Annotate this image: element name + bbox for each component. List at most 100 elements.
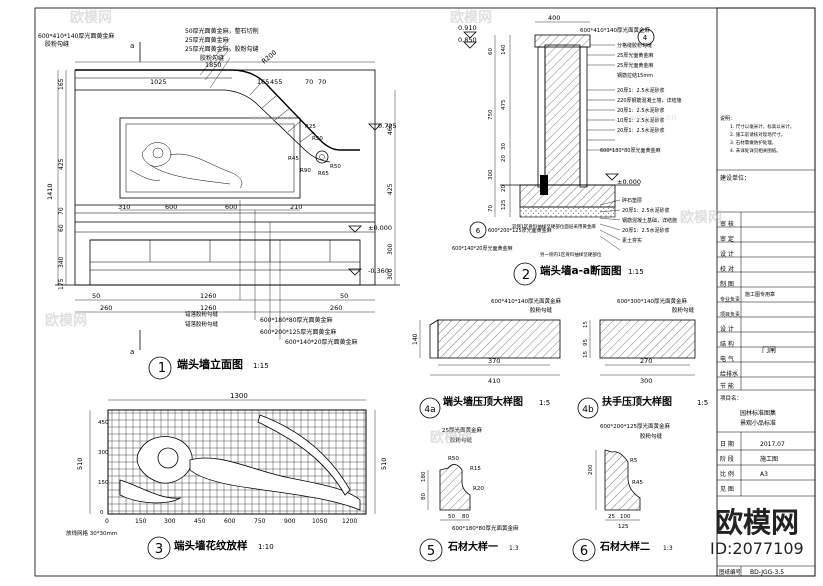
detail4b-scale: 1:5 <box>697 399 708 407</box>
detail6-dim-200: 200 <box>588 464 594 475</box>
section-mark-bottom: a <box>130 348 134 356</box>
dim-1410: 1410 <box>46 183 54 200</box>
tb-date-value: 2017.07 <box>760 441 785 448</box>
tb-row-6: 专业负责 <box>720 296 740 303</box>
detail5-note-3: 600*180*80厚光面黄金麻 <box>452 524 519 532</box>
section-note-17: 600*140*20厚光面黄金麻 <box>452 245 512 252</box>
section-dim-cap: 600*410*140厚光面黄金麻 <box>580 26 650 34</box>
tb-row-11: 给排水 <box>720 370 738 378</box>
tb-date-label: 日 期 <box>720 440 734 448</box>
detail6-dim-r45: R45 <box>632 480 643 486</box>
detail4a-dim-140: 140 <box>412 333 419 345</box>
pattern-tick-750: 750 <box>254 518 266 525</box>
detail5-dim-r20: R20 <box>473 486 484 492</box>
tb-row-2: 审 定 <box>720 235 734 243</box>
detail4b-dim-270: 270 <box>640 357 652 365</box>
tb-phase-label: 阶 段 <box>720 455 734 463</box>
dim-b1260a: 1260 <box>200 292 217 300</box>
dim-l425: 425 <box>58 158 65 170</box>
detail4a-title: 端头墙压顶大样图 <box>443 395 523 408</box>
detail6-title: 石材大样二 <box>599 540 650 553</box>
section-note-3: 25厚光面黄金麻 <box>617 62 653 69</box>
dim-r300a: 300 <box>387 243 394 255</box>
section-callout-4: 4 <box>643 34 648 42</box>
section-note-19: 另一侧内1区骨料抽样坚硬部位 <box>540 251 602 258</box>
detail6-dim-r5: R5 <box>630 458 638 464</box>
elevation-title-num: 1 <box>158 361 166 376</box>
section-level-0910: 0.910 <box>458 24 477 32</box>
dim-l165: 165 <box>58 78 65 90</box>
tb-company: 施工图专用章 <box>745 291 775 298</box>
watermark-layer: 欧模网 欧模网 欧模网 欧模网 欧模网 www.om.cn www.om.cn <box>45 9 722 446</box>
detail5-title-num: 5 <box>427 544 435 559</box>
elevation-note-6: 胶粉勾缝 <box>200 54 224 62</box>
section-note-6: 220厚钢筋混凝土墙，详结施 <box>617 97 682 104</box>
tb-phase-value: 施工图 <box>760 455 778 463</box>
pattern-height-left: 510 <box>76 458 84 470</box>
section-note-11: 碎石垫层 <box>622 197 642 204</box>
radius-r90: R90 <box>300 168 311 174</box>
dim-210: 210 <box>290 203 302 211</box>
tb-row-5: 制 图 <box>720 280 734 288</box>
pattern-grid-note: 放线网格 30*30mm <box>66 529 117 537</box>
section-note-10: 600*180*80厚光面黄金麻 <box>600 147 660 154</box>
section-note-13: 钢筋混凝土基础，详结施 <box>622 217 677 224</box>
section-dim-20b: 20 <box>501 185 507 192</box>
dim-l60: 60 <box>58 224 65 232</box>
watermark-brand-large: 欧模网 <box>715 506 799 539</box>
detail6-scale: 1:3 <box>663 545 673 552</box>
tb-stamp: 门闸 <box>762 345 776 354</box>
tb-project-label: 项目名： <box>720 394 742 402</box>
elevation-note-7: 600*180*80厚光面黄金麻 <box>260 316 333 324</box>
pattern-tick-450: 450 <box>194 518 206 525</box>
level-0360: -0.360 <box>368 267 389 275</box>
tb-row-3: 设 计 <box>720 250 734 258</box>
dim-r200: R200 <box>260 49 278 66</box>
dim-1025: 1025 <box>150 78 167 86</box>
pattern-height-right: 510 <box>380 458 388 470</box>
section-dim-125: 125 <box>501 199 507 210</box>
dim-165: 165 <box>257 78 269 86</box>
section-level-0000: ±0.000 <box>617 178 641 186</box>
detail5-dim-r50: R50 <box>448 456 459 462</box>
tb-row-7: 项目负责 <box>720 311 740 318</box>
detail4b-dim-15a: 15 <box>583 321 589 328</box>
section-note-14: 20厚1：2.5水泥砂浆 <box>622 227 670 234</box>
elevation-view <box>55 37 400 380</box>
watermark-brand-5: 欧模网 <box>680 209 722 226</box>
detail4b-dim-95: 95 <box>583 339 589 346</box>
section-title: 端头墙a-a断面图 <box>540 264 622 277</box>
pattern-tick-900: 900 <box>284 518 296 525</box>
detail-4b <box>577 319 696 419</box>
watermark-brand-3: 欧模网 <box>45 312 87 329</box>
section-note-18: 双侧1区骨料抽样坚硬部位面层采用黄金麻 <box>512 223 596 230</box>
section-note-5: 20厚1：2.5水泥砂浆 <box>617 87 665 94</box>
dim-r425: 425 <box>387 183 394 195</box>
tb-note-2: 2. 施工前请核对现场尺寸。 <box>730 131 785 138</box>
section-title-num: 2 <box>522 268 530 283</box>
elevation-note-1: 600*410*140厚光面黄金麻 <box>38 32 114 40</box>
dim-1850: 1850 <box>205 61 222 69</box>
section-dim-20a: 20 <box>501 155 507 162</box>
detail4b-dim-300: 300 <box>640 377 652 385</box>
detail4b-note-2: 胶粉勾缝 <box>672 306 695 314</box>
section-dim-475: 475 <box>501 99 507 110</box>
dim-70b: 70 <box>318 78 326 86</box>
elevation-note-3: 50厚光面黄金麻，整石切削 <box>185 27 259 35</box>
tb-note-4: 4. 未详处详见相关图纸。 <box>730 147 781 154</box>
dim-l340: 340 <box>58 256 65 268</box>
tb-row-4: 校 对 <box>720 265 734 273</box>
dim-310: 310 <box>118 203 130 211</box>
detail4b-dim-15b: 15 <box>583 351 589 358</box>
pattern-left-tick-450: 450 <box>98 420 109 426</box>
dim-600b: 600 <box>225 203 237 211</box>
dim-455: 455 <box>270 78 282 86</box>
tb-drawing-no: BD-JGG-3.5 <box>750 569 784 576</box>
section-note-9: 20厚1：2.5水泥砂浆 <box>617 127 665 134</box>
pattern-tick-600: 600 <box>224 518 236 525</box>
watermark-brand-4: 欧模网 <box>430 429 472 446</box>
detail4a-title-num: 4a <box>424 405 435 415</box>
pattern-left-tick-0: 0 <box>100 510 104 516</box>
section-dim-70: 70 <box>488 205 494 212</box>
section-level-0850: 0.850 <box>458 36 477 44</box>
